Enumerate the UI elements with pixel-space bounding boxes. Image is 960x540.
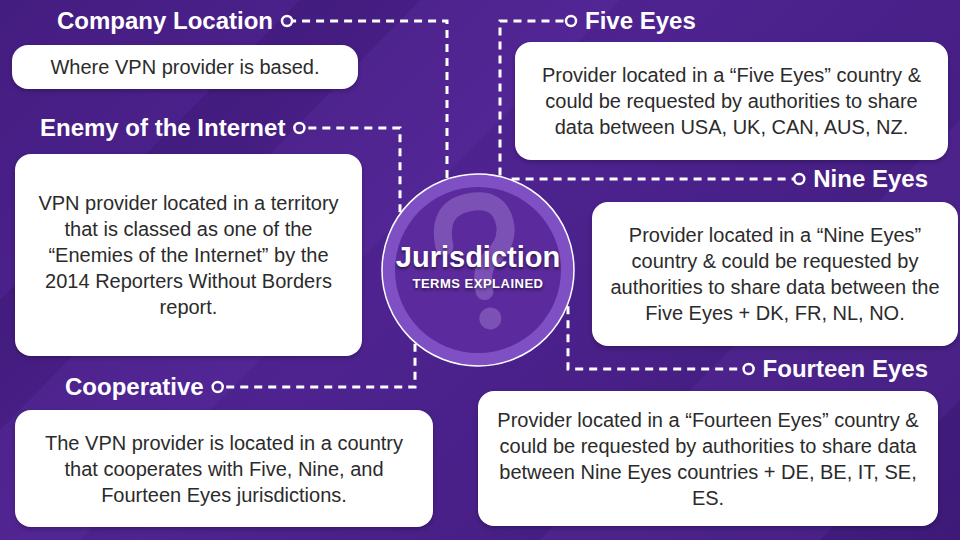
heading-row: Enemy of the Internet — [15, 113, 362, 143]
term-panel: Enemy of the InternetVPN provider locate… — [15, 113, 362, 356]
outer-ring — [382, 174, 574, 366]
term-box: Provider located in a “Fourteen Eyes” co… — [478, 391, 938, 526]
term-panel: Five EyesProvider located in a “Five Eye… — [515, 6, 948, 160]
heading-row: Five Eyes — [515, 6, 948, 36]
term-heading: Fourteen Eyes — [763, 354, 928, 384]
term-definition: Provider located in a “Five Eyes” countr… — [527, 62, 936, 140]
term-panel: Nine EyesProvider located in a “Nine Eye… — [592, 164, 958, 346]
term-heading: Five Eyes — [585, 6, 696, 36]
term-heading: Enemy of the Internet — [40, 113, 285, 143]
connector-end-dot — [566, 16, 576, 26]
title-circle: JurisdictionTERMS EXPLAINED — [381, 173, 575, 367]
term-box: VPN provider located in a territory that… — [15, 154, 362, 356]
term-definition: VPN provider located in a territory that… — [27, 190, 350, 320]
dashed-connector — [512, 178, 795, 181]
term-definition: Where VPN provider is based. — [50, 54, 319, 80]
term-heading: Company Location — [57, 6, 273, 36]
term-heading: Cooperative — [65, 372, 204, 402]
term-box: The VPN provider is located in a country… — [15, 410, 433, 527]
term-box: Provider located in a “Five Eyes” countr… — [515, 42, 948, 160]
title-text: Jurisdiction — [381, 240, 575, 274]
heading-row: Nine Eyes — [592, 164, 958, 194]
term-box: Provider located in a “Nine Eyes” countr… — [592, 202, 958, 346]
term-definition: The VPN provider is located in a country… — [27, 430, 421, 508]
heading-row: Company Location — [12, 6, 358, 36]
term-panel: CooperativeThe VPN provider is located i… — [15, 372, 433, 527]
question-mark-dot — [477, 305, 503, 331]
term-panel: Fourteen EyesProvider located in a “Four… — [478, 354, 938, 526]
heading-row: Cooperative — [15, 372, 433, 402]
connector-end-dot — [744, 364, 754, 374]
term-box: Where VPN provider is based. — [12, 45, 358, 89]
term-definition: Provider located in a “Nine Eyes” countr… — [604, 222, 946, 326]
connector-end-dot — [282, 16, 292, 26]
term-definition: Provider located in a “Fourteen Eyes” co… — [490, 407, 926, 511]
term-panel: Company LocationWhere VPN provider is ba… — [12, 6, 358, 89]
connector-end-dot — [794, 174, 804, 184]
connector-end-dot — [213, 382, 223, 392]
subtitle-text: TERMS EXPLAINED — [381, 276, 575, 292]
heading-row: Fourteen Eyes — [478, 354, 938, 384]
term-heading: Nine Eyes — [813, 164, 928, 194]
connector-end-dot — [294, 123, 304, 133]
